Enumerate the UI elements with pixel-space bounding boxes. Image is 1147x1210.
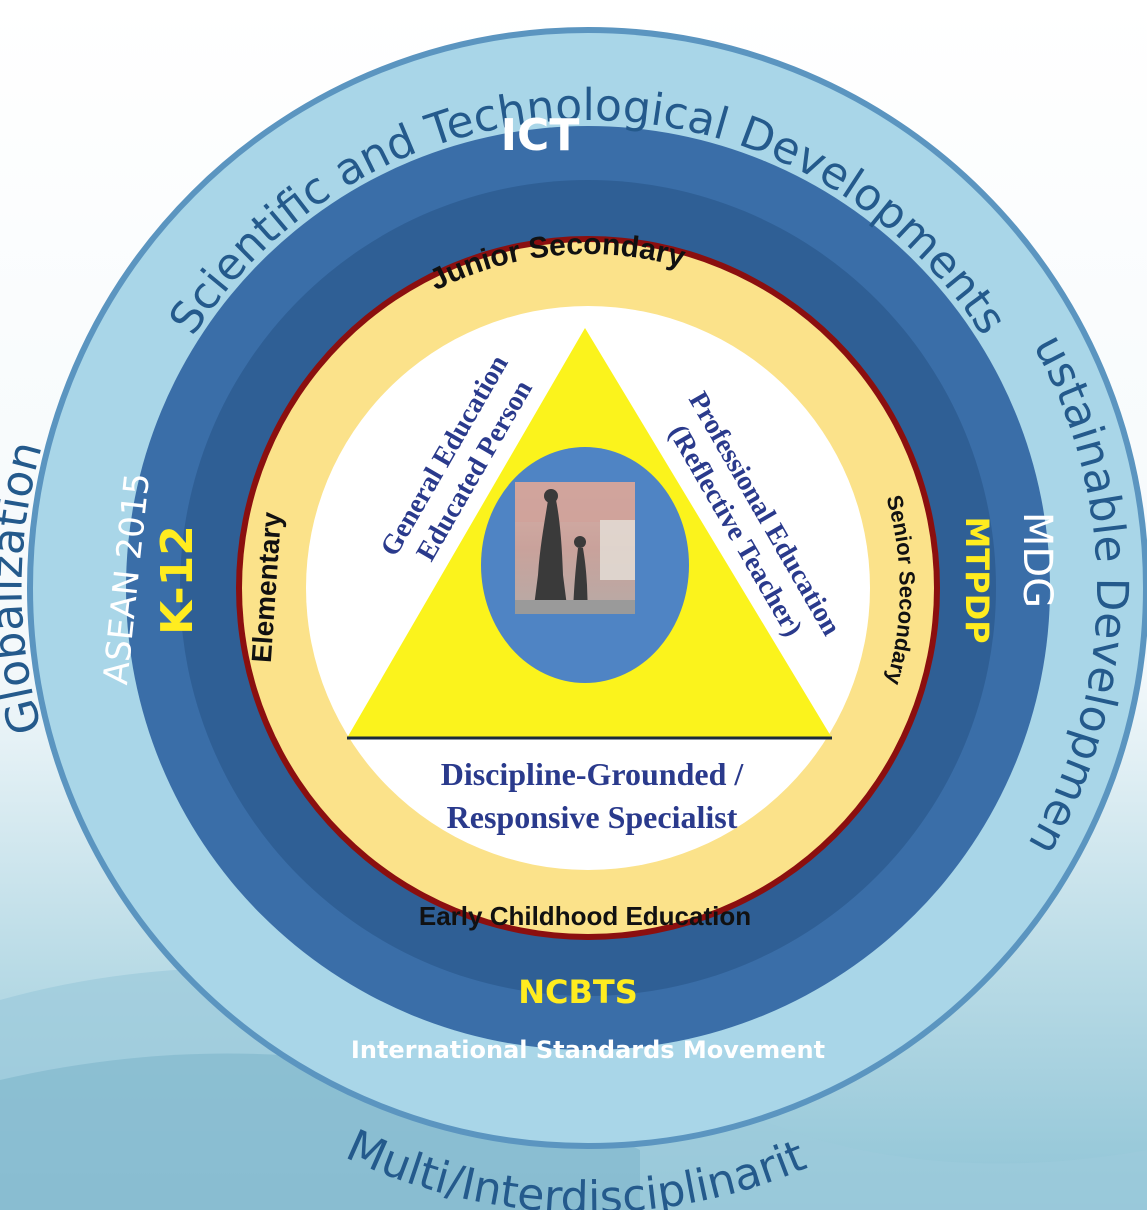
policy-top-text: ICT — [501, 110, 580, 161]
policy-right-outer-text: MDG — [1014, 512, 1060, 608]
policy-right-inner-text: MTPDP — [958, 516, 996, 643]
level-bottom-text: Early Childhood Education — [419, 901, 751, 931]
triangle-base-line2: Responsive Specialist — [447, 799, 738, 835]
policy-bottom-outer-text: International Standards Movement — [351, 1036, 825, 1064]
policy-left-inner-text: K-12 — [152, 525, 203, 635]
center-photo — [481, 447, 689, 683]
triangle-base-line1: Discipline-Grounded / — [441, 756, 745, 792]
policy-bottom-inner-text: NCBTS — [518, 973, 638, 1011]
